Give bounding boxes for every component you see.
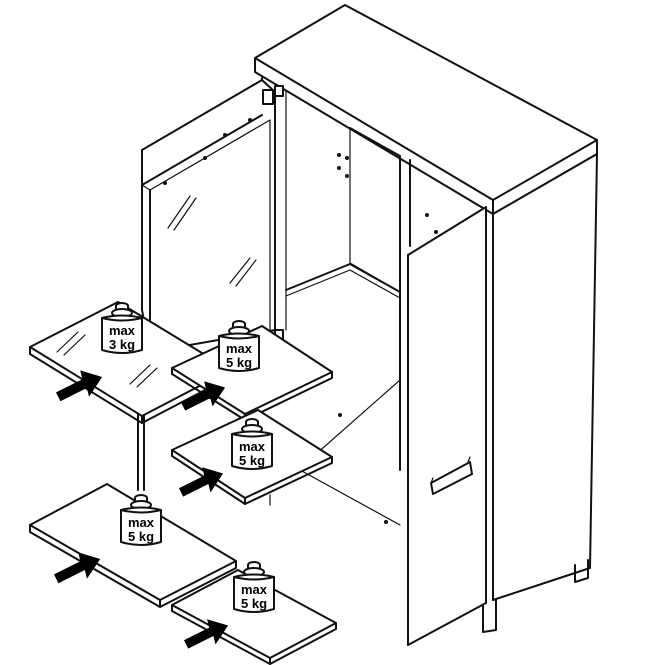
- weight-icon: max 5 kg: [120, 494, 162, 546]
- weight-label-line2: 5 kg: [128, 529, 154, 544]
- shelf-bottom-right: [171, 569, 337, 665]
- weight-label-line2: 5 kg: [226, 355, 252, 370]
- weight-label-line2: 5 kg: [241, 596, 267, 611]
- insert-arrow-icon: [179, 467, 224, 497]
- weight-label-line1: max: [239, 439, 266, 454]
- left-door: [141, 79, 284, 353]
- weight-label-line2: 5 kg: [239, 453, 265, 468]
- cabinet-body: [254, 4, 598, 633]
- weight-icon: max 3 kg: [101, 302, 143, 354]
- weight-icon: max 5 kg: [233, 561, 275, 613]
- weight-label-line1: max: [226, 341, 253, 356]
- weight-icon: max 5 kg: [218, 320, 260, 372]
- door-handle-icon: [430, 456, 473, 495]
- weight-label-line1: max: [128, 515, 155, 530]
- weight-label-line1: max: [241, 582, 268, 597]
- weight-label-line2: 3 kg: [109, 337, 135, 352]
- insert-arrow-icon: [54, 552, 101, 584]
- right-door: [407, 206, 487, 646]
- weight-label-line1: max: [109, 323, 136, 338]
- weight-icon: max 5 kg: [231, 418, 273, 470]
